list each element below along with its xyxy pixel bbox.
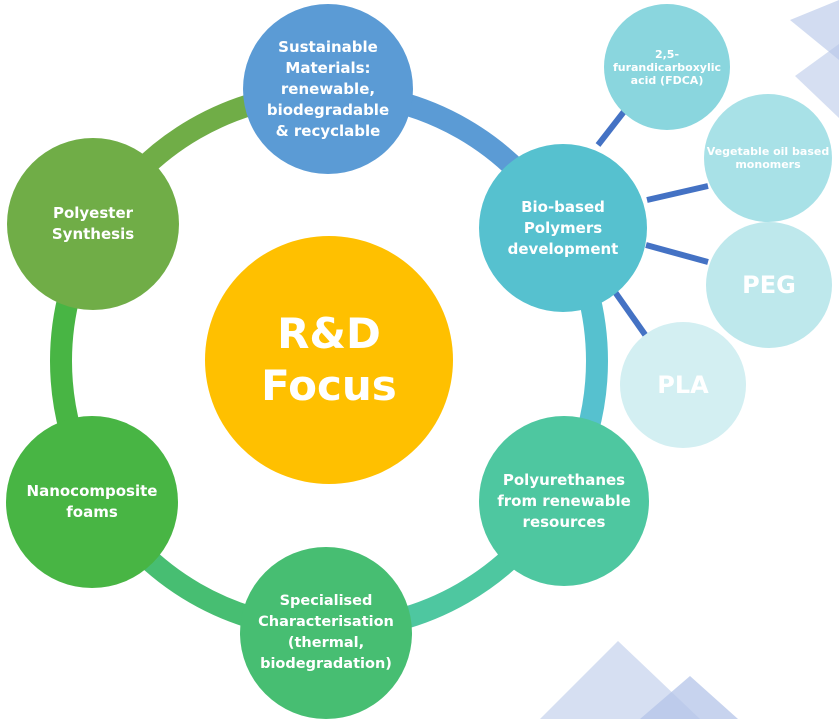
node-bio-based-polymers: Bio-based Polymers development [479, 144, 647, 312]
node-specialised-characterisation-label: Specialised Characterisation (thermal, b… [258, 593, 394, 672]
satellite-pla-label: PLA [657, 371, 709, 399]
node-polyurethanes-label: Polyurethanes from renewable resources [497, 470, 631, 531]
connector-peg [645, 242, 709, 265]
node-polyester-synthesis: Polyester Synthesis [7, 138, 179, 310]
satellite-pla: PLA [620, 322, 746, 448]
node-specialised-characterisation: Specialised Characterisation (thermal, b… [240, 547, 412, 719]
node-polyurethanes: Polyurethanes from renewable resources [479, 416, 649, 586]
decor-shape-bottom-1 [540, 641, 700, 719]
satellite-peg-label: PEG [742, 271, 796, 299]
node-nanocomposite-foams-label: Nanocomposite foams [26, 482, 158, 521]
center-node-rd-focus: R&D Focus [205, 236, 453, 484]
node-sustainable-materials-label: Sustainable Materials: renewable, biodeg… [266, 37, 390, 140]
connector-fdca [595, 107, 629, 147]
decor-shape-top-right-1 [790, 0, 839, 60]
satellite-peg: PEG [706, 222, 832, 348]
node-polyester-synthesis-label: Polyester Synthesis [51, 204, 135, 243]
decor-shape-bottom-2 [640, 676, 738, 719]
node-bio-based-polymers-label: Bio-based Polymers development [507, 197, 619, 258]
satellite-fdca: 2,5- furandicarboxylic acid (FDCA) [604, 4, 730, 130]
satellite-vegetable-oil: Vegetable oil based monomers [704, 94, 832, 222]
connector-vegoil [646, 183, 709, 203]
node-sustainable-materials: Sustainable Materials: renewable, biodeg… [243, 4, 413, 174]
satellite-vegetable-oil-label: Vegetable oil based monomers [706, 145, 830, 171]
connector-pla [612, 290, 649, 338]
decor-shape-top-right-2 [795, 44, 839, 118]
center-label: R&D Focus [261, 309, 397, 410]
node-nanocomposite-foams: Nanocomposite foams [6, 416, 178, 588]
satellite-fdca-label: 2,5- furandicarboxylic acid (FDCA) [612, 47, 722, 87]
